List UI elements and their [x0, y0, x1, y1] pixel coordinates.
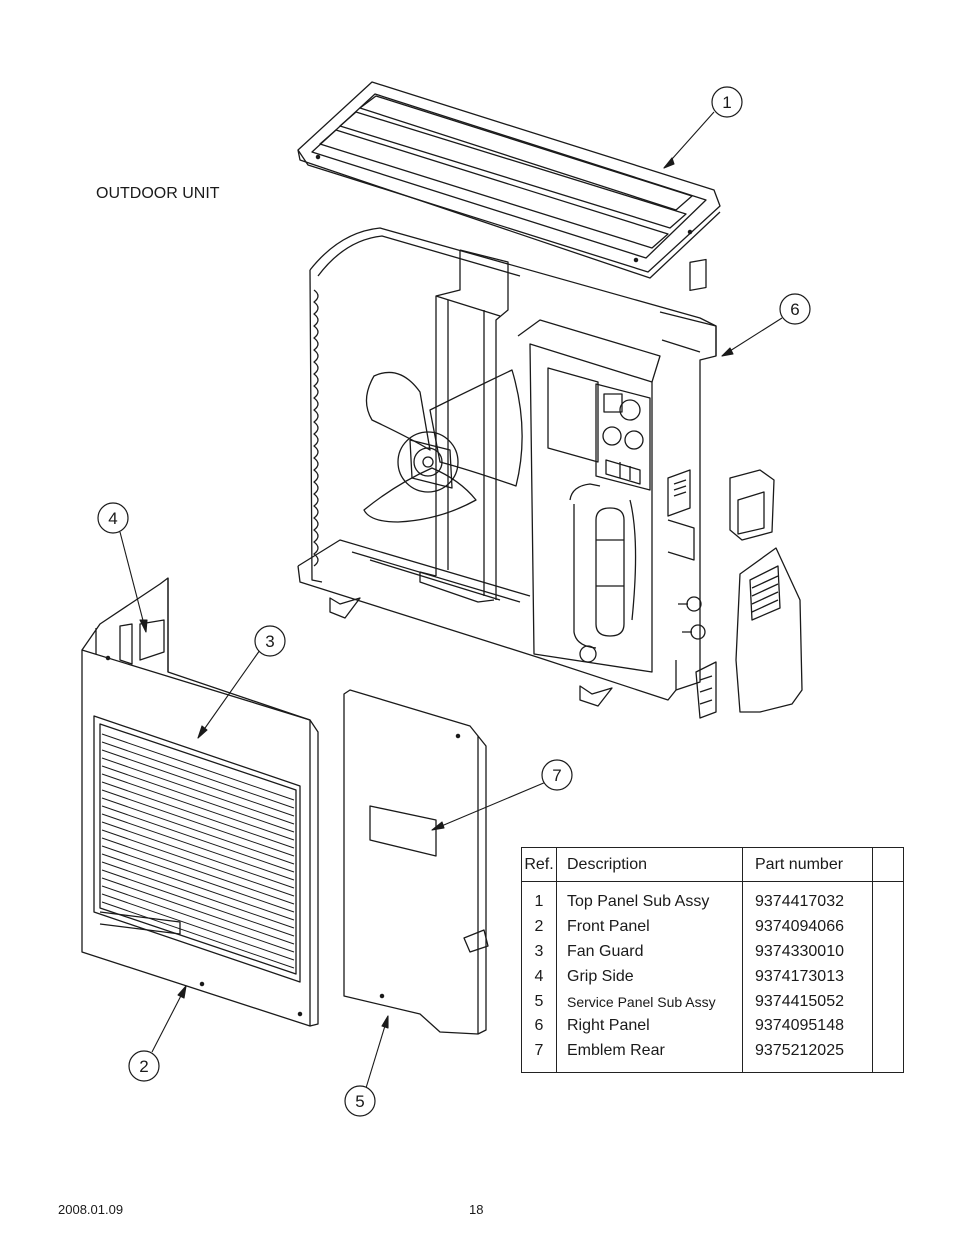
- table-row: 4 Grip Side 9374173013: [521, 964, 904, 990]
- diagram-title: OUTDOOR UNIT: [96, 185, 220, 202]
- svg-text:1: 1: [722, 93, 731, 112]
- row-part-number: 9374415052: [742, 989, 873, 1014]
- callout-5: 5: [344, 1085, 376, 1117]
- row-part-number: 9374094066: [742, 914, 873, 940]
- svg-text:3: 3: [265, 632, 274, 651]
- row-part-number: 9374095148: [742, 1013, 873, 1039]
- side-cover-drawing: [695, 469, 803, 719]
- table-row: 1 Top Panel Sub Assy 9374417032: [521, 881, 904, 915]
- table-row: 5 Service Panel Sub Assy 9374415052: [521, 989, 904, 1014]
- callout-6: 6: [779, 293, 811, 325]
- row-ref: 1: [521, 881, 557, 915]
- header-description: Description: [556, 847, 743, 882]
- table-row: 7 Emblem Rear 9375212025: [521, 1038, 904, 1073]
- callout-7: 7: [541, 759, 573, 791]
- row-part-number: 9375212025: [742, 1038, 873, 1073]
- service-panel-drawing: [343, 689, 489, 1035]
- unit-body-drawing: [297, 227, 717, 707]
- callout-3: 3: [254, 625, 286, 657]
- row-ref: 2: [521, 914, 557, 940]
- svg-text:6: 6: [790, 300, 799, 319]
- footer-date: 2008.01.09: [58, 1202, 124, 1217]
- row-part-number: 9374330010: [742, 939, 873, 965]
- callout-leaders: [119, 111, 783, 1089]
- svg-text:2: 2: [139, 1057, 148, 1076]
- svg-text:7: 7: [552, 766, 561, 785]
- header-blank: [872, 847, 904, 882]
- callout-1: 1: [711, 86, 743, 118]
- table-row: 6 Right Panel 9374095148: [521, 1013, 904, 1039]
- row-description: Fan Guard: [556, 939, 743, 965]
- front-panel-drawing: [81, 577, 319, 1027]
- table-row: 2 Front Panel 9374094066: [521, 914, 904, 940]
- page-number: 18: [469, 1202, 484, 1217]
- row-description: Top Panel Sub Assy: [556, 881, 743, 915]
- svg-text:5: 5: [355, 1092, 364, 1111]
- row-description: Right Panel: [556, 1013, 743, 1039]
- row-ref: 3: [521, 939, 557, 965]
- row-part-number: 9374173013: [742, 964, 873, 990]
- row-ref: 4: [521, 964, 557, 990]
- callout-2: 2: [128, 1050, 160, 1082]
- row-description: Emblem Rear: [556, 1038, 743, 1073]
- header-part-number: Part number: [742, 847, 873, 882]
- row-ref: 7: [521, 1038, 557, 1073]
- table-header-row: Ref. Description Part number: [521, 847, 904, 882]
- top-panel-drawing: [297, 81, 721, 279]
- callout-4: 4: [97, 502, 129, 534]
- row-ref: 5: [521, 989, 557, 1014]
- header-ref: Ref.: [521, 847, 557, 882]
- row-description: Grip Side: [556, 964, 743, 990]
- svg-text:4: 4: [108, 509, 117, 528]
- parts-table: Ref. Description Part number 1 Top Panel…: [521, 847, 904, 1073]
- table-row: 3 Fan Guard 9374330010: [521, 939, 904, 965]
- row-ref: 6: [521, 1013, 557, 1039]
- row-part-number: 9374417032: [742, 881, 873, 915]
- row-description: Service Panel Sub Assy: [556, 989, 743, 1014]
- row-description: Front Panel: [556, 914, 743, 940]
